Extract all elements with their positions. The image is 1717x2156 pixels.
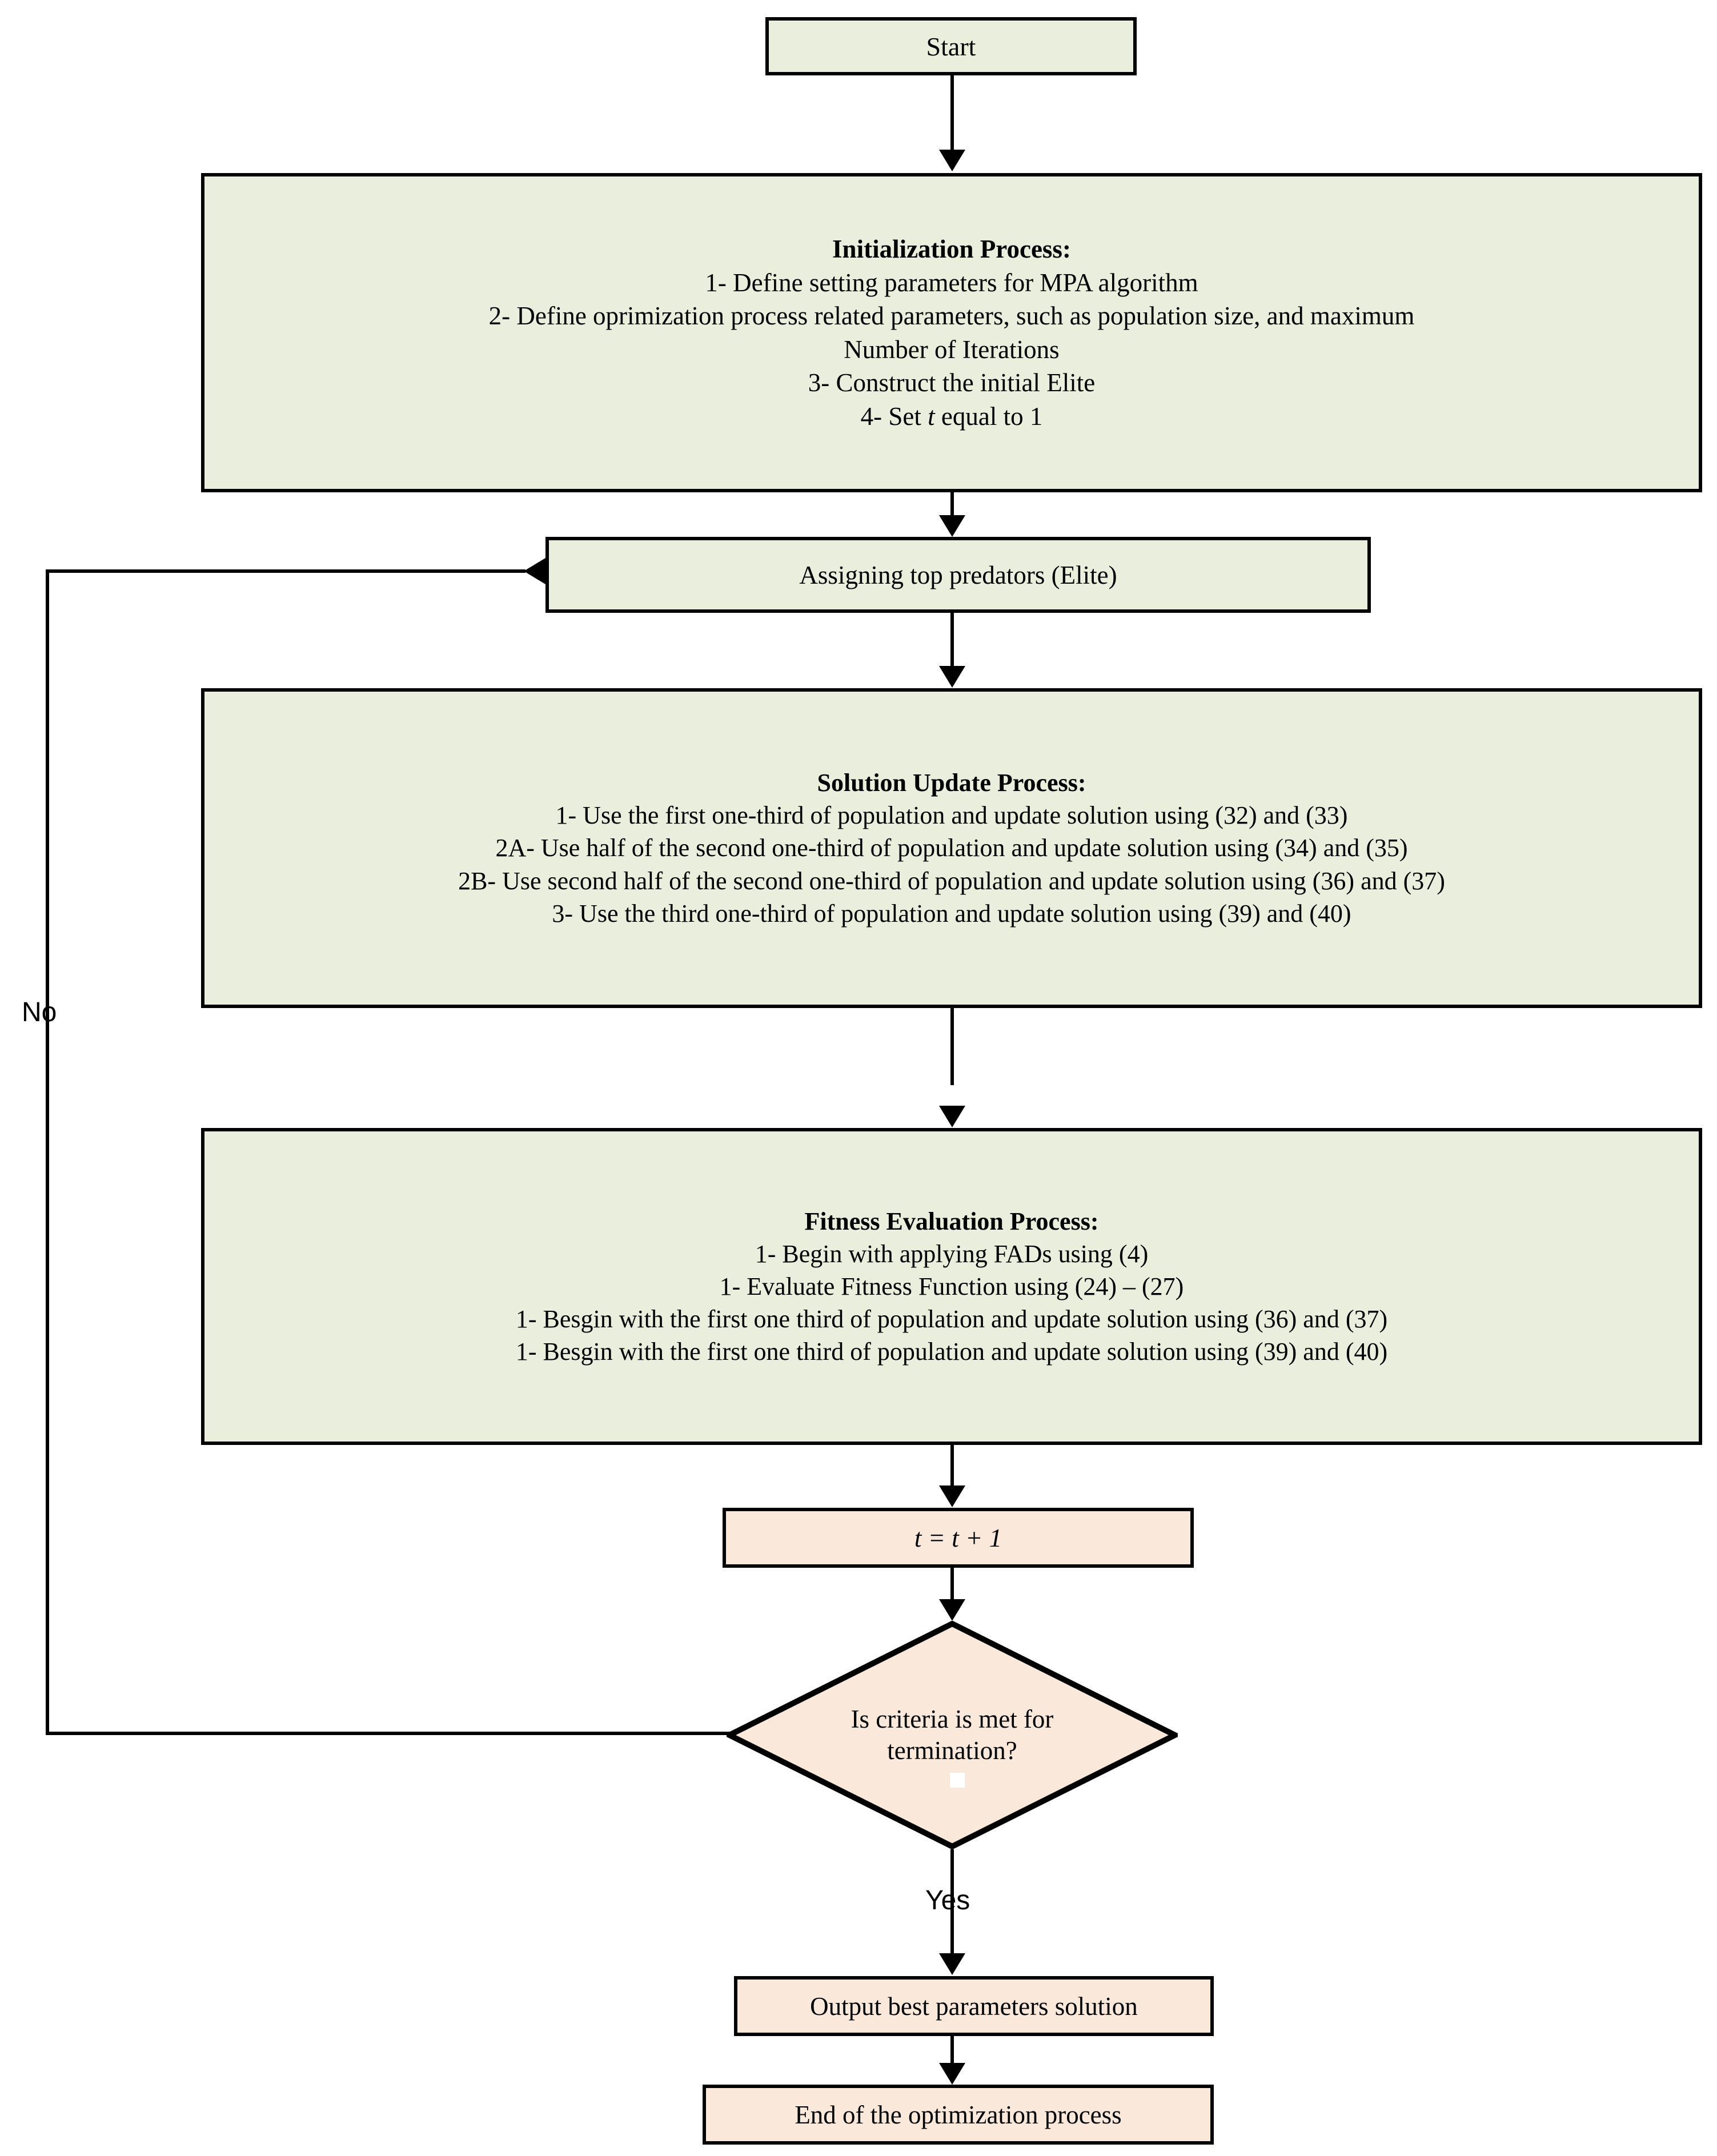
node-solution-update-text: Solution Update Process: 1- Use the firs…: [204, 763, 1699, 933]
node-solution-update-title: Solution Update Process:: [817, 769, 1086, 797]
node-solution-update-line-2: 2A- Use half of the second one-third of …: [495, 834, 1408, 862]
arrowhead-initialization: [939, 150, 965, 171]
decision-shape: [727, 1621, 1178, 1849]
node-fitness-evaluation-title: Fitness Evaluation Process:: [804, 1207, 1099, 1235]
node-increment-label: t = t + 1: [914, 1523, 1002, 1552]
edge-solution-update-to-fitness: [950, 1008, 954, 1085]
node-fitness-evaluation-text: Fitness Evaluation Process: 1- Begin wit…: [204, 1202, 1699, 1372]
node-initialization[interactable]: Initialization Process: 1- Define settin…: [201, 173, 1702, 492]
edge-increment-to-decision: [950, 1568, 954, 1602]
node-decision-line-2: termination?: [887, 1736, 1017, 1765]
arrowhead-no-into-assigning: [524, 558, 545, 584]
node-end-label: End of the optimization process: [795, 2100, 1122, 2129]
node-assigning-label: Assigning top predators (Elite): [799, 560, 1117, 589]
node-output-label: Output best parameters solution: [810, 1992, 1138, 2021]
arrowhead-decision: [939, 1599, 965, 1621]
edge-no-horizontal-top: [46, 569, 525, 573]
node-fitness-evaluation[interactable]: Fitness Evaluation Process: 1- Begin wit…: [201, 1128, 1702, 1445]
edge-no-horizontal-bottom: [46, 1732, 731, 1735]
node-decision-text: Is criteria is met for termination?: [727, 1621, 1178, 1849]
edge-yes-vertical: [950, 1849, 954, 1958]
arrowhead-increment: [939, 1485, 965, 1507]
node-fitness-evaluation-line-3: 1- Besgin with the first one third of po…: [515, 1305, 1388, 1334]
render-artifact: [950, 1773, 965, 1788]
arrowhead-output: [939, 1953, 965, 1975]
edge-label-no: No: [22, 997, 57, 1027]
edge-no-vertical: [46, 569, 49, 1735]
node-assigning-top-predators[interactable]: Assigning top predators (Elite): [545, 537, 1371, 613]
node-increment[interactable]: t = t + 1: [723, 1508, 1194, 1568]
edge-initialization-to-assigning: [950, 492, 954, 520]
arrowhead-assigning: [939, 515, 965, 537]
arrowhead-solution-update: [939, 666, 965, 688]
arrowhead-fitness: [939, 1106, 965, 1127]
node-initialization-text: Initialization Process: 1- Define settin…: [204, 229, 1699, 436]
node-end[interactable]: End of the optimization process: [703, 2085, 1214, 2145]
node-decision-line-1: Is criteria is met for: [851, 1705, 1054, 1734]
node-fitness-evaluation-line-2: 1- Evaluate Fitness Function using (24) …: [719, 1272, 1184, 1300]
node-initialization-title: Initialization Process:: [832, 235, 1071, 263]
node-initialization-line-3: Number of Iterations: [844, 335, 1060, 364]
edge-start-to-initialization: [950, 75, 954, 152]
edge-fitness-to-increment: [950, 1445, 954, 1488]
arrowhead-end: [939, 2063, 965, 2085]
node-fitness-evaluation-line-1: 1- Begin with applying FADs using (4): [755, 1239, 1149, 1268]
node-solution-update[interactable]: Solution Update Process: 1- Use the firs…: [201, 688, 1702, 1008]
edge-output-to-end: [950, 2036, 954, 2067]
node-initialization-line-5: 4- Set t equal to 1: [860, 402, 1043, 431]
edge-label-yes: Yes: [925, 1885, 970, 1916]
node-start[interactable]: Start: [765, 17, 1137, 75]
node-solution-update-line-1: 1- Use the first one-third of population…: [555, 801, 1348, 830]
node-initialization-line-4: 3- Construct the initial Elite: [808, 368, 1096, 397]
node-output[interactable]: Output best parameters solution: [734, 1976, 1214, 2036]
node-start-label: Start: [926, 31, 976, 61]
node-initialization-line-1: 1- Define setting parameters for MPA alg…: [705, 268, 1198, 297]
node-initialization-line-2: 2- Define oprimization process related p…: [488, 302, 1415, 330]
edge-assigning-to-solution-update: [950, 613, 954, 670]
node-solution-update-line-3: 2B- Use second half of the second one-th…: [458, 866, 1445, 895]
node-solution-update-line-4: 3- Use the third one-third of population…: [552, 899, 1351, 928]
node-decision[interactable]: Is criteria is met for termination?: [727, 1621, 1178, 1849]
node-fitness-evaluation-line-4: 1- Besgin with the first one third of po…: [515, 1338, 1388, 1366]
